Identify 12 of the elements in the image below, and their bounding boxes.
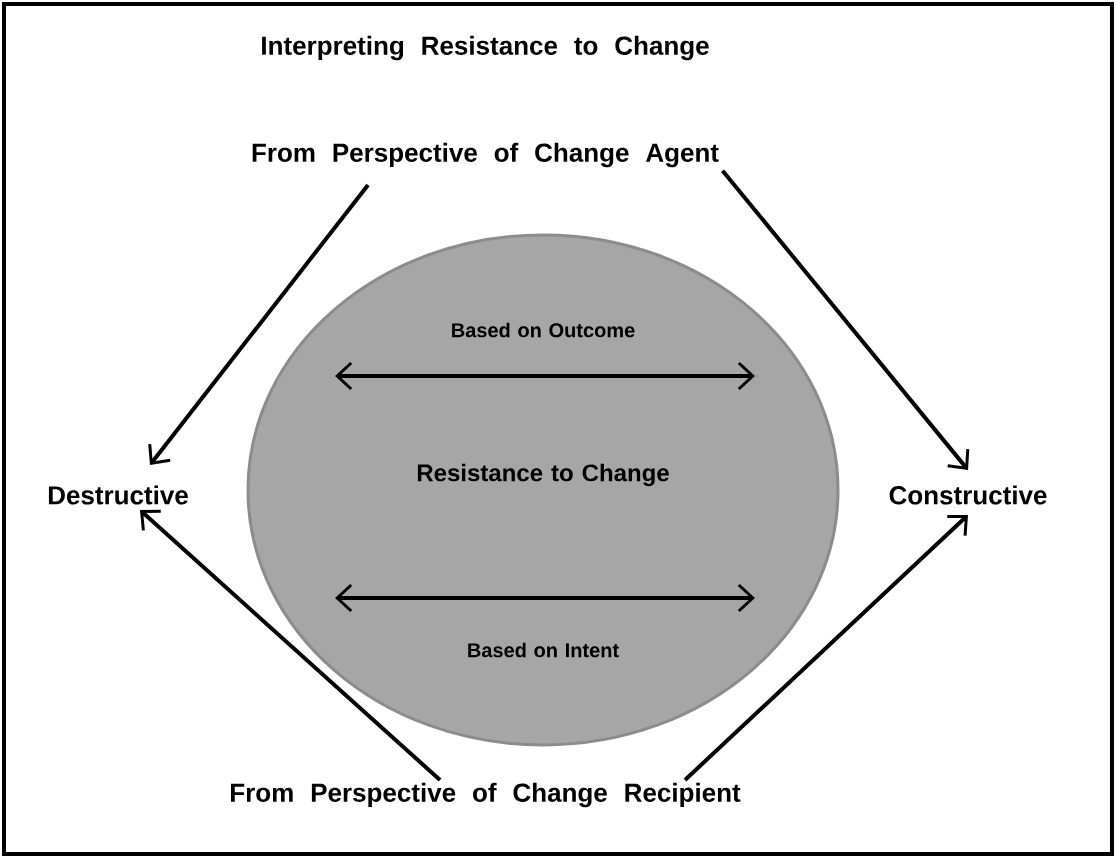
arrow	[721, 169, 970, 470]
title: Interpreting Resistance to Change	[262, 35, 709, 61]
label-text: Destructive	[48, 485, 188, 505]
arrow	[140, 509, 442, 782]
label-text: From Perspective of Change Agent	[252, 142, 719, 168]
label-text: Constructive	[889, 485, 1047, 505]
label-text: From Perspective of Change Recipient	[231, 782, 741, 808]
text: Resistance to Change	[417, 463, 669, 487]
text: Based on Outcome	[452, 322, 635, 338]
arrow	[148, 183, 370, 465]
arrow	[683, 515, 968, 782]
text: Based on Intent	[468, 642, 619, 658]
